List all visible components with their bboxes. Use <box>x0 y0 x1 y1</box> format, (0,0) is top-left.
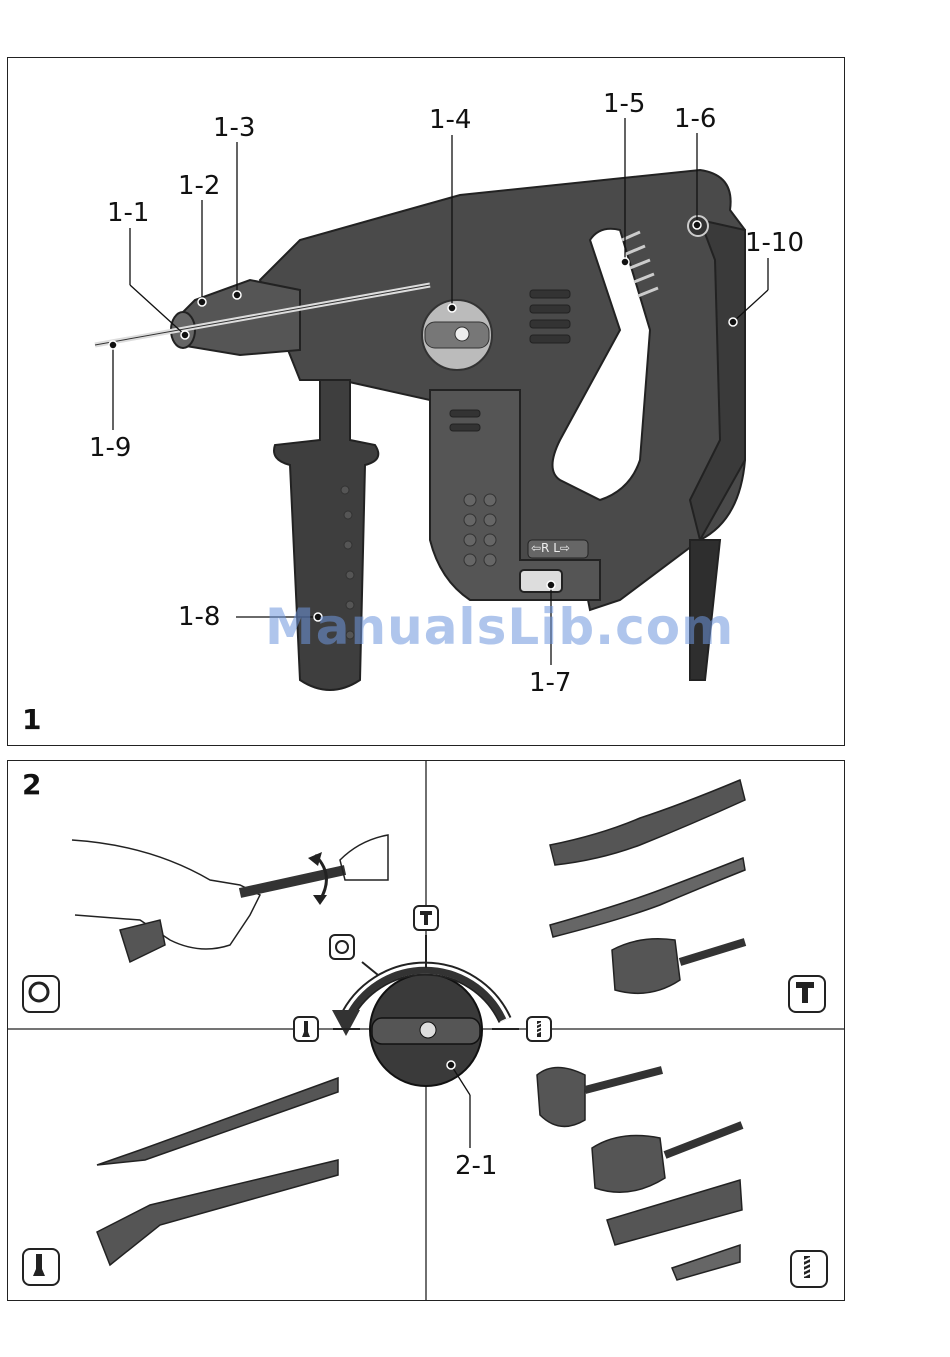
masonry-bit-small <box>550 858 745 937</box>
hole-saw-bit <box>592 1136 665 1193</box>
stop-rotation-icon <box>22 975 60 1013</box>
flat-chisel <box>97 1160 338 1265</box>
figure-2-number: 2 <box>22 768 41 801</box>
hammer-drill-icon <box>788 975 826 1013</box>
rotation-arrowhead <box>332 1010 360 1036</box>
pointed-chisel <box>97 1078 338 1165</box>
chisel-icon <box>22 1248 60 1286</box>
metal-bit <box>672 1245 740 1280</box>
chisel-rod <box>240 870 345 893</box>
drill-icon <box>526 1016 552 1042</box>
stop-rotation-icon <box>329 934 355 960</box>
flat-chisel-head <box>120 920 165 962</box>
masonry-bit-large <box>550 780 745 865</box>
core-bit <box>612 939 680 994</box>
hammer-drill-icon <box>413 905 439 931</box>
chisel-icon <box>293 1016 319 1042</box>
label-2-1: 2-1 <box>455 1153 497 1179</box>
forstner-bit <box>537 1068 585 1127</box>
drill-icon <box>790 1250 828 1288</box>
hand-outline <box>72 840 260 949</box>
